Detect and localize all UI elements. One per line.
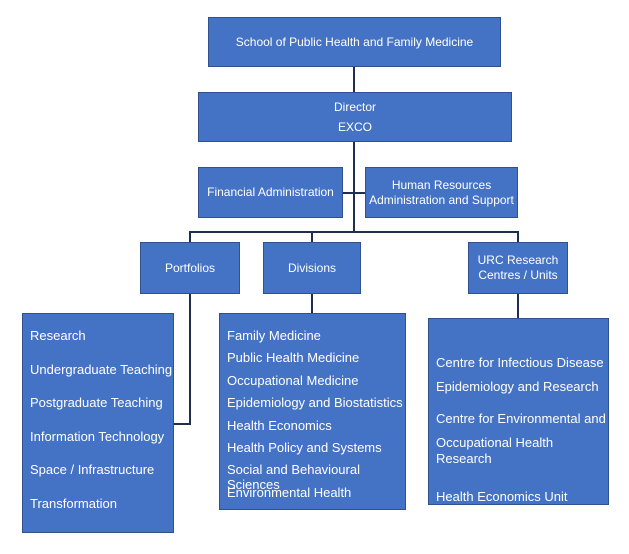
connector-divisions (311, 231, 313, 242)
portfolio-item: Transformation (30, 495, 117, 511)
portfolio-item: Undergraduate Teaching (30, 361, 173, 377)
exco-label: EXCO (337, 120, 372, 134)
division-item: Occupational Medicine (227, 372, 359, 388)
connector-urc-down (517, 294, 519, 318)
division-item: Family Medicine (227, 328, 321, 343)
human-resources-box: Human Resources Administration and Suppo… (365, 167, 518, 218)
portfolio-item: Information Technology (30, 428, 165, 444)
connector-level3-bar (189, 231, 519, 233)
urc-item-health-economics: Health Economics Unit (436, 489, 568, 513)
hr-label-line2: Administration and Support (369, 192, 514, 207)
portfolio-item: Postgraduate Teaching (30, 395, 163, 411)
connector-portfolios (189, 231, 191, 242)
urc-item-line: Health Economics Unit (436, 489, 568, 504)
financial-administration-box: Financial Administration (198, 167, 343, 218)
division-item: Health Economics (227, 417, 332, 433)
portfolio-item: Space / Infrastructure (30, 462, 155, 478)
urc-item-line: Occupational Health Research (436, 435, 554, 466)
connector-portfolios-down (189, 294, 191, 424)
financial-administration-label: Financial Administration (207, 185, 334, 199)
portfolios-label: Portfolios (164, 260, 216, 275)
connector-finance (343, 192, 355, 194)
connector-portfolio-list (174, 423, 191, 425)
urc-item-infectious-disease: Centre for Infectious Disease Epidemiolo… (436, 355, 604, 403)
director-box: Director EXCO (198, 92, 512, 142)
urc-label-line2: Centres / Units (478, 268, 558, 282)
hr-label-line1: Human Resources (391, 177, 492, 192)
division-list-box: Family Medicine Public Health Medicine O… (219, 313, 406, 510)
urc-centres-list-box: Centre for Infectious Disease Epidemiolo… (428, 318, 609, 505)
connector-school-director (353, 67, 355, 92)
division-item: Social and Behavioural Sciences (227, 462, 360, 493)
connector-urc (517, 231, 519, 242)
connector-divisions-down (311, 294, 313, 313)
urc-item-environmental-health: Centre for Environmental and Occupationa… (436, 411, 608, 475)
division-item: Health Policy and Systems (227, 439, 382, 455)
portfolio-item: Research (30, 328, 86, 343)
division-item: Epidemiology and Biostatistics (227, 395, 403, 411)
connector-hr (353, 192, 365, 194)
division-item: Public Health Medicine (227, 350, 360, 366)
school-box: School of Public Health and Family Medic… (208, 17, 501, 67)
urc-item-line: Epidemiology and Research (436, 379, 599, 394)
urc-label-line1: URC Research (477, 253, 559, 267)
division-item: Environmental Health (227, 484, 352, 500)
urc-item-line: Centre for Infectious Disease (436, 355, 604, 370)
connector-director-trunk (353, 142, 355, 232)
urc-item-line: Centre for Environmental and (436, 411, 606, 426)
divisions-box: Divisions (263, 242, 361, 294)
portfolio-list-box: Research Undergraduate Teaching Postgrad… (22, 313, 174, 533)
divisions-label: Divisions (287, 260, 336, 275)
portfolios-box: Portfolios (140, 242, 240, 294)
school-label: School of Public Health and Family Medic… (235, 34, 474, 49)
director-label: Director (333, 100, 376, 114)
urc-research-box: URC Research Centres / Units (468, 242, 568, 294)
